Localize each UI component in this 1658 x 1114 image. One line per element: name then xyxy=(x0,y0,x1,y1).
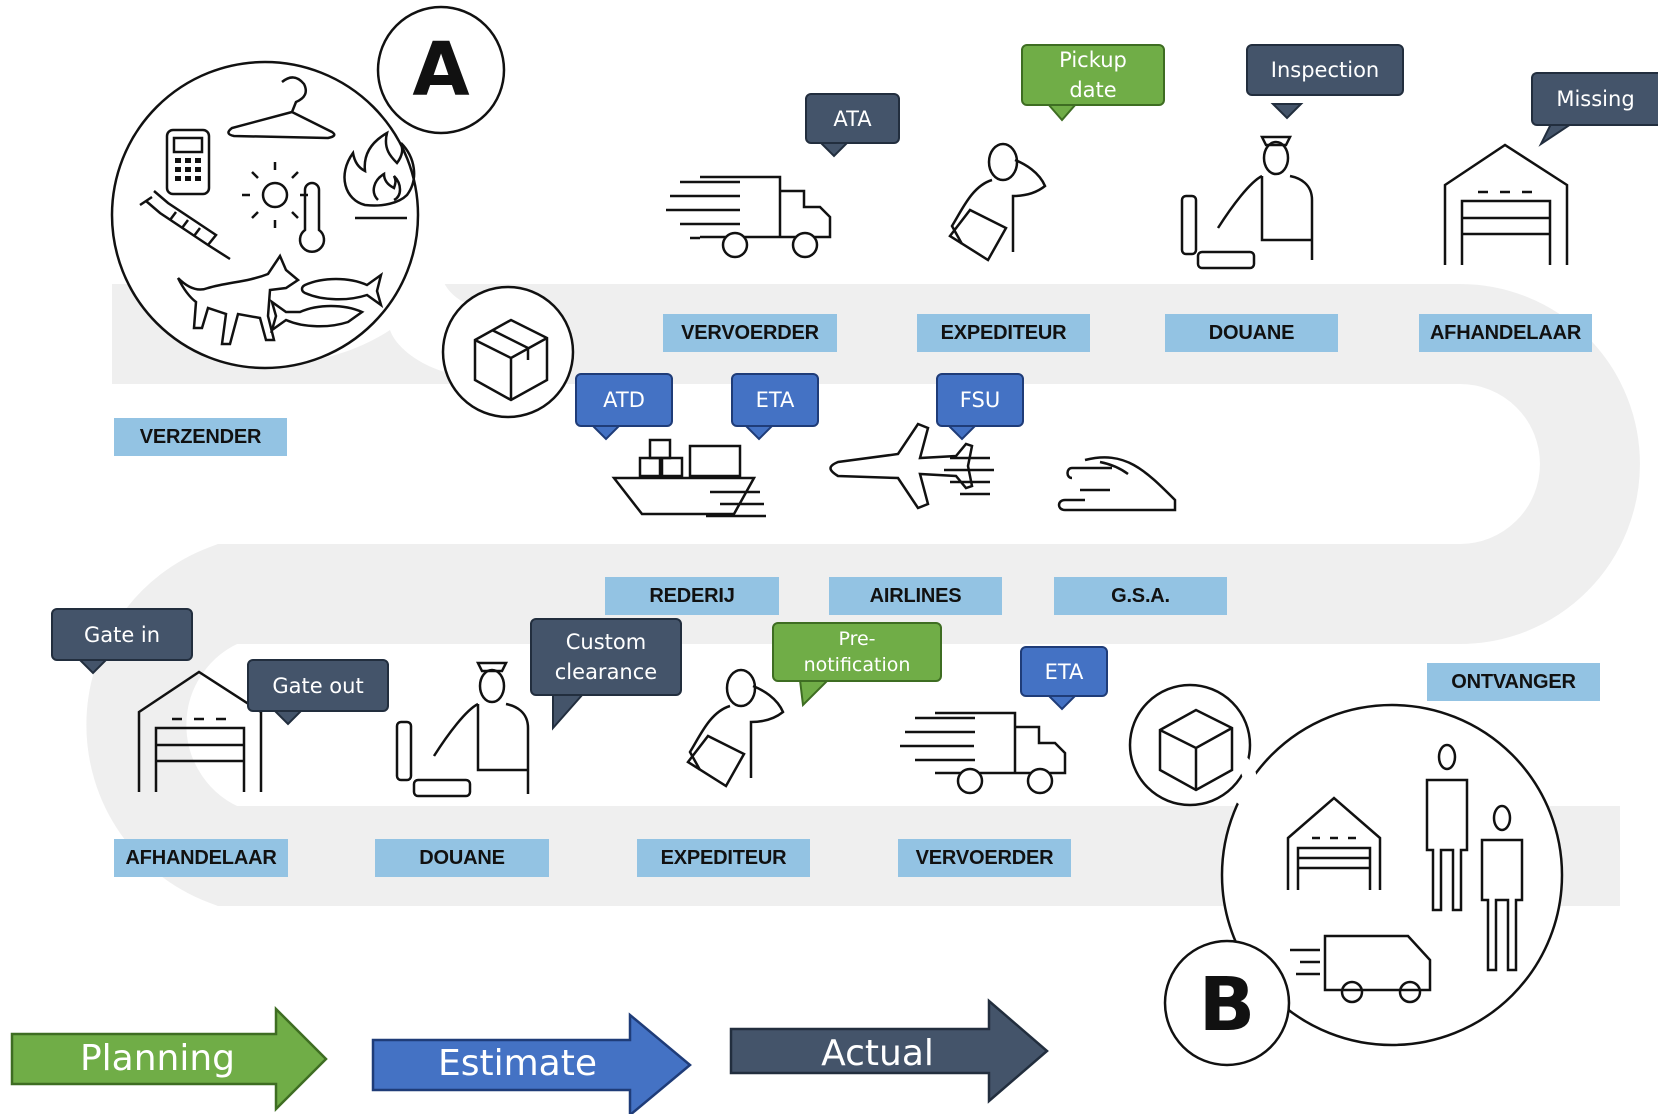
box-icon-destination xyxy=(1158,708,1234,792)
airplane-icon xyxy=(829,422,994,510)
event-bubble-custom-clearance: Custom clearance xyxy=(530,618,682,696)
event-bubble-pre-notification: Pre- notification xyxy=(772,622,942,682)
stage-label-afhandelaar-top: AFHANDELAAR xyxy=(1419,314,1592,352)
forwarder-person-icon-bottom xyxy=(686,668,785,788)
calculator-icon xyxy=(165,128,211,196)
event-bubble-pickup-date: Pickup date xyxy=(1021,44,1165,106)
event-bubble-gate-in: Gate in xyxy=(51,608,193,661)
hand-icon xyxy=(1057,456,1177,512)
stage-label-expediteur-bottom: EXPEDITEUR xyxy=(637,839,810,877)
event-bubble-eta-truck: ETA xyxy=(1020,646,1108,697)
box-icon xyxy=(473,318,549,402)
event-bubble-eta-ship: ETA xyxy=(731,373,819,427)
explosion-thermometer-icon xyxy=(242,162,326,253)
estimate-arrow xyxy=(371,1012,692,1114)
actual-arrow xyxy=(729,998,1049,1104)
warehouse-icon-bottom xyxy=(137,670,263,792)
stage-label-douane-top: DOUANE xyxy=(1165,314,1338,352)
stage-label-airlines: AIRLINES xyxy=(829,577,1002,615)
event-bubble-inspection: Inspection xyxy=(1246,44,1404,96)
planning-arrow xyxy=(10,1005,328,1113)
destination-marker-letter: B xyxy=(1199,962,1255,1048)
people-icon xyxy=(1425,743,1524,972)
fish-icon xyxy=(269,272,384,334)
customs-officer-icon-top xyxy=(1180,135,1314,270)
ship-icon xyxy=(611,438,766,518)
warehouse-icon-destination xyxy=(1286,796,1382,890)
stage-label-afhandelaar-bottom: AFHANDELAAR xyxy=(114,839,288,877)
event-bubble-fsu: FSU xyxy=(936,373,1024,427)
syringe-icon xyxy=(139,190,231,261)
origin-marker-letter: A xyxy=(412,27,469,113)
legend-actual-label: Actual xyxy=(821,1033,934,1074)
event-bubble-ata: ATA xyxy=(805,93,900,144)
event-bubble-missing: Missing xyxy=(1531,72,1658,126)
fire-icon xyxy=(343,130,416,220)
event-bubble-atd: ATD xyxy=(575,373,673,427)
event-bubble-gate-out: Gate out xyxy=(247,659,389,712)
stage-label-verzender: VERZENDER xyxy=(114,418,287,456)
van-icon xyxy=(1290,934,1432,1004)
stage-label-rederij: REDERIJ xyxy=(605,577,779,615)
truck-icon-top xyxy=(666,175,832,259)
stage-label-vervoerder-top: VERVOERDER xyxy=(663,314,837,352)
dog-icon xyxy=(176,253,301,346)
road-path xyxy=(86,284,1640,906)
forwarder-person-icon-top xyxy=(948,142,1047,262)
legend-planning-label: Planning xyxy=(79,1038,236,1079)
origin-circle xyxy=(110,5,575,419)
hanger-icon xyxy=(227,76,336,140)
truck-icon-bottom xyxy=(900,711,1067,795)
legend-estimate-label: Estimate xyxy=(437,1043,597,1084)
stage-label-douane-bottom: DOUANE xyxy=(375,839,549,877)
customs-officer-icon-bottom xyxy=(395,661,530,798)
warehouse-icon-top xyxy=(1443,143,1569,265)
legend-arrows xyxy=(10,998,1049,1114)
stage-label-vervoerder-bottom: VERVOERDER xyxy=(898,839,1071,877)
stage-label-ontvanger: ONTVANGER xyxy=(1427,663,1600,701)
stage-label-expediteur-top: EXPEDITEUR xyxy=(917,314,1090,352)
stage-label-gsa: G.S.A. xyxy=(1054,577,1227,615)
